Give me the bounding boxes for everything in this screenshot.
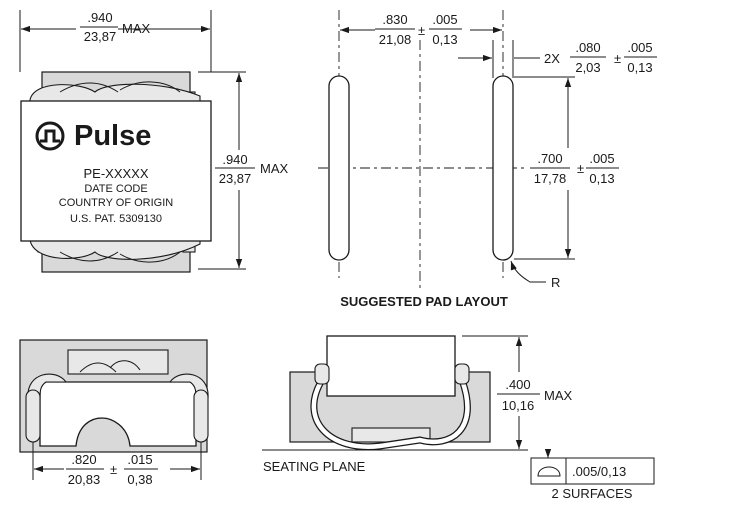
date-code-text: DATE CODE: [84, 183, 147, 195]
pad-length-inch: .700: [537, 151, 562, 166]
pad-right: [492, 75, 514, 261]
terminal-right: [193, 389, 209, 443]
pad-length-pm: ±: [577, 161, 584, 176]
winding-detail: [79, 360, 141, 373]
pad-spacing-inch: .830: [382, 12, 407, 27]
side-height-max: MAX: [544, 388, 573, 403]
flatness-note: 2 SURFACES: [552, 486, 633, 501]
pad-layout-view: .830 21,08 ± .005 0,13 2X .080 2,03 ± .0…: [318, 10, 657, 309]
coil-winding-bottom: [29, 237, 201, 260]
top-width-max: MAX: [122, 21, 151, 36]
surface-profile-icon: [537, 466, 561, 477]
flatness-frame: [530, 457, 655, 485]
pad-layout-title: SUGGESTED PAD LAYOUT: [340, 294, 508, 309]
side-height-inch: .400: [505, 377, 530, 392]
lead-wire-inner: [311, 378, 470, 449]
country-of-origin-text: COUNTRY OF ORIGIN: [59, 197, 174, 209]
seating-plane-label: SEATING PLANE: [263, 459, 366, 474]
top-height-mm: 23,87: [219, 171, 252, 186]
radius-leader: [510, 260, 546, 283]
pad-left: [328, 75, 350, 261]
bottom-width-pm: ±: [110, 462, 117, 477]
side-height-mm: 10,16: [502, 398, 535, 413]
pad-width-tol-inch: .005: [627, 40, 652, 55]
top-height-max: MAX: [260, 161, 289, 176]
top-width-inch: .940: [87, 10, 112, 25]
core-top: [326, 335, 456, 397]
brand-logo-text: Pulse: [74, 120, 151, 152]
part-number: PE-XXXXX: [83, 166, 148, 181]
pad-width-pm: ±: [614, 51, 621, 66]
winding-detail: [59, 81, 181, 93]
bottom-view: .820 20,83 ± .015 0,38: [19, 339, 209, 487]
pad-spacing-tol-mm: 0,13: [432, 32, 457, 47]
patent-text: U.S. PAT. 5309130: [70, 213, 162, 225]
flatness-value: .005/0,13: [572, 464, 626, 479]
terminal-left: [25, 389, 41, 443]
side-view: SEATING PLANE .400 10,16 MAX .005/0,13 2…: [262, 335, 655, 501]
pulse-logo-icon: [35, 121, 65, 151]
bottom-width-tol-inch: .015: [127, 452, 152, 467]
core-body: [39, 381, 197, 447]
top-view: .940 23,87 MAX Pulse PE-XXXXX DATE CODE …: [19, 10, 289, 273]
pad-width-prefix: 2X: [544, 51, 560, 66]
coil-winding-top: [29, 83, 201, 105]
pad-width-mm: 2,03: [575, 60, 600, 75]
lead-end-left: [314, 363, 330, 385]
pad-spacing-mm: 21,08: [379, 32, 412, 47]
radius-label: R: [551, 275, 560, 290]
top-height-inch: .940: [222, 152, 247, 167]
pad-spacing-pm: ±: [418, 23, 425, 38]
winding-detail: [59, 251, 181, 263]
pad-spacing-tol-inch: .005: [432, 12, 457, 27]
bottom-width-inch: .820: [71, 452, 96, 467]
pad-length-mm: 17,78: [534, 171, 567, 186]
pad-length-tol-mm: 0,13: [589, 171, 614, 186]
pad-width-tol-mm: 0,13: [627, 60, 652, 75]
pad-width-inch: .080: [575, 40, 600, 55]
lead-end-right: [454, 363, 470, 385]
top-width-mm: 23,87: [84, 29, 117, 44]
bottom-width-mm: 20,83: [68, 472, 101, 487]
bottom-width-tol-mm: 0,38: [127, 472, 152, 487]
pad-length-tol-inch: .005: [589, 151, 614, 166]
